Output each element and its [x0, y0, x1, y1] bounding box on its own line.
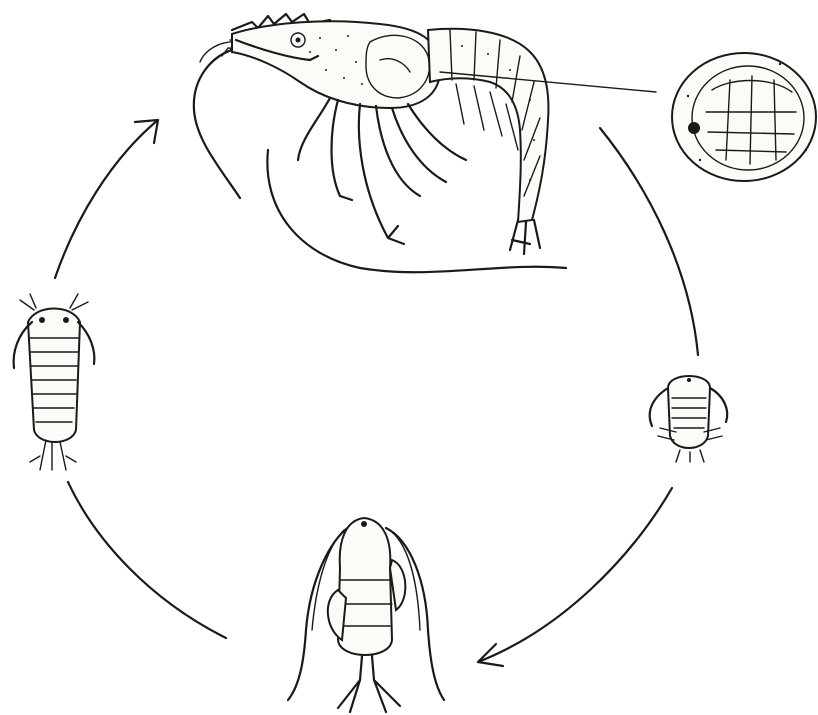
- arrow-nauplius-to-zoea: [478, 488, 672, 666]
- arrowhead-icon: [478, 644, 503, 666]
- nauplius-larva-icon: [650, 376, 727, 462]
- arrow-zoea-to-mysis: [68, 482, 226, 638]
- arrow-mysis-to-adult: [55, 120, 158, 278]
- zoea-larva-icon: [288, 518, 444, 712]
- adult-shrimp-icon: [194, 14, 656, 272]
- mysis-larva-icon: [14, 294, 95, 470]
- egg-icon: [672, 53, 816, 181]
- arrow-egg-to-nauplius: [600, 128, 698, 355]
